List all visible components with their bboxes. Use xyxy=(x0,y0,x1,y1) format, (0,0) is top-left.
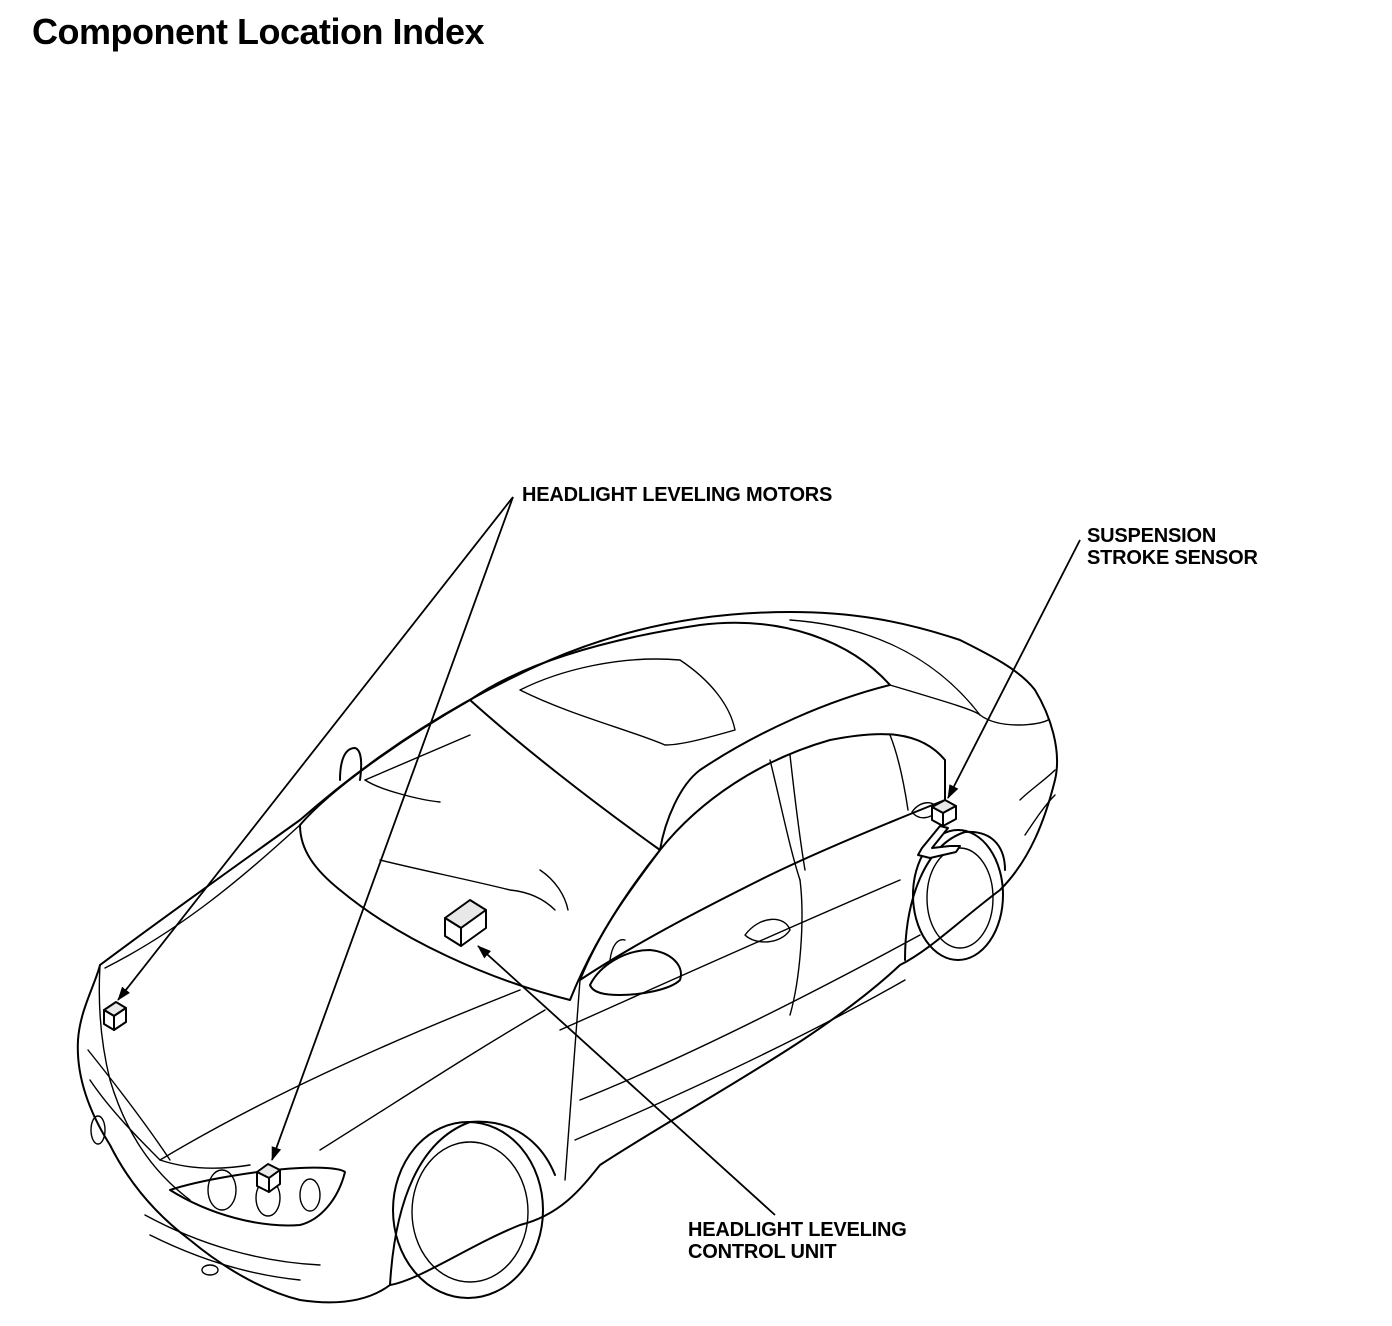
front-wheel xyxy=(392,1121,544,1299)
label-suspension-stroke-sensor-line1: SUSPENSION xyxy=(1087,525,1217,547)
label-headlight-leveling-motors: HEADLIGHT LEVELING MOTORS xyxy=(522,484,832,506)
leader-stroke-sensor xyxy=(947,539,1081,799)
leader-motor-right xyxy=(271,496,514,1161)
leader-motor-left xyxy=(117,496,514,1001)
headlight-leveling-motor-right xyxy=(256,1163,281,1193)
label-headlight-leveling-control-unit: HEADLIGHT LEVELING CONTROL UNIT xyxy=(688,1219,907,1263)
suspension-stroke-sensor xyxy=(917,799,961,859)
leader-lines xyxy=(117,496,1081,1216)
car-outline xyxy=(76,611,1059,1304)
label-suspension-stroke-sensor-line2: STROKE SENSOR xyxy=(1087,547,1258,569)
label-headlight-leveling-motors-text: HEADLIGHT LEVELING MOTORS xyxy=(522,484,833,506)
leader-control-unit xyxy=(477,945,776,1216)
label-headlight-leveling-control-unit-line1: HEADLIGHT LEVELING xyxy=(688,1219,907,1241)
car-body-outline xyxy=(76,611,1059,1304)
label-suspension-stroke-sensor: SUSPENSION STROKE SENSOR xyxy=(1087,525,1258,569)
label-headlight-leveling-control-unit-line2: CONTROL UNIT xyxy=(688,1241,837,1263)
headlight-leveling-control-unit xyxy=(444,899,487,947)
page-title: Component Location Index xyxy=(32,11,485,52)
headlight-leveling-motor-left xyxy=(103,1001,127,1031)
